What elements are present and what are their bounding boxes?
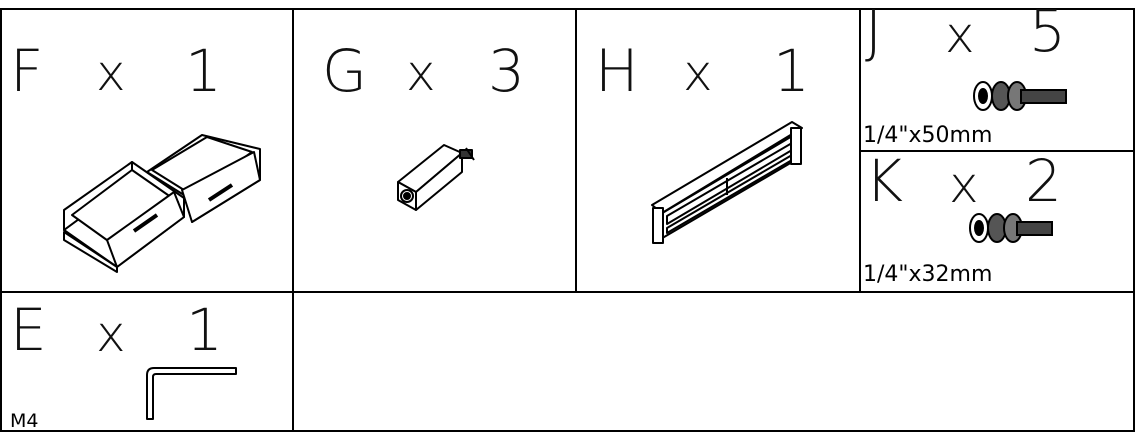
rail-panel-illustration bbox=[651, 121, 803, 244]
part-quantity: 1 bbox=[773, 37, 810, 105]
part-letter: E bbox=[10, 296, 47, 364]
part-letter: G bbox=[322, 37, 367, 105]
times-sign: x bbox=[96, 44, 126, 102]
bolt-size-label: 1/4"x50mm bbox=[863, 123, 993, 148]
times-sign: x bbox=[96, 305, 126, 363]
times-sign: x bbox=[683, 44, 713, 102]
part-letter: F bbox=[10, 37, 44, 105]
part-cell-e: E x 1 M4 bbox=[2, 293, 292, 432]
bolt-size-label: 1/4"x32mm bbox=[863, 262, 993, 287]
part-quantity: 1 bbox=[185, 37, 222, 105]
part-letter: K bbox=[865, 147, 904, 215]
part-cell-k: K x 2 1/4"x32mm bbox=[861, 152, 1133, 291]
bolt-illustration bbox=[969, 213, 1053, 243]
part-letter: H bbox=[595, 37, 639, 105]
part-cell-j: J x 5 1/4"x50mm bbox=[861, 2, 1133, 150]
bolt-illustration bbox=[973, 81, 1067, 111]
part-quantity: 5 bbox=[1029, 0, 1066, 65]
part-quantity: 1 bbox=[186, 296, 223, 364]
key-size-label: M4 bbox=[10, 410, 39, 432]
part-quantity: 3 bbox=[488, 37, 525, 105]
part-letter: J bbox=[865, 0, 883, 65]
allen-key-illustration bbox=[146, 367, 237, 420]
connector-post-illustration bbox=[397, 144, 475, 211]
times-sign: x bbox=[949, 156, 979, 214]
part-cell-h: H x 1 bbox=[577, 10, 859, 291]
part-cell-f: F x 1 bbox=[2, 10, 292, 291]
times-sign: x bbox=[406, 44, 436, 102]
drawers-illustration bbox=[63, 134, 261, 273]
times-sign: x bbox=[945, 6, 975, 64]
part-quantity: 2 bbox=[1025, 147, 1062, 215]
part-cell-g: G x 3 bbox=[294, 10, 575, 291]
